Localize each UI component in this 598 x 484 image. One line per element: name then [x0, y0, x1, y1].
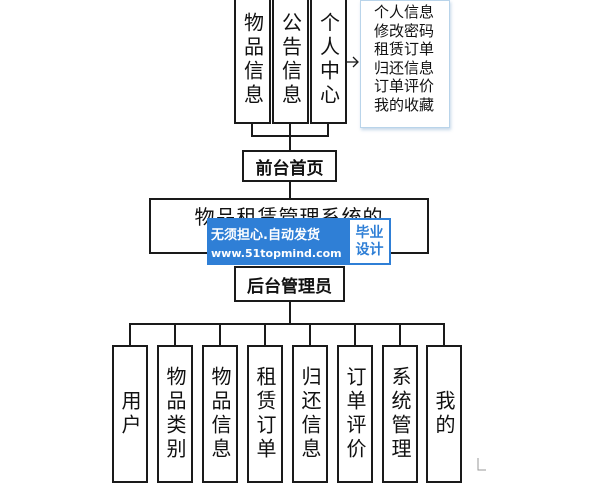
watermark-badge: 毕业 设计 [350, 220, 389, 263]
watermark-line2: www.51topmind.com [211, 246, 342, 260]
personal-item: 个人信息 [374, 3, 435, 21]
admin-module-label: 订单评价 [343, 366, 367, 462]
admin-node: 后台管理员 [234, 266, 345, 302]
personal-item: 归还信息 [374, 58, 435, 77]
front-home-node: 前台首页 [242, 150, 337, 182]
admin-module-label: 物品信息 [208, 366, 232, 462]
arrow-to-personal-items [347, 56, 359, 68]
admin-module-item-info: 物品信息 [202, 345, 238, 483]
module-announcement-info-label: 公告信息 [278, 12, 303, 108]
module-personal-center: 个人中心 [310, 0, 347, 124]
module-personal-center-label: 个人中心 [316, 12, 341, 108]
text-cursor-mark [477, 458, 486, 471]
module-item-info: 物品信息 [234, 0, 271, 124]
admin-module-label: 归还信息 [298, 366, 322, 462]
watermark-banner: 无须担心.自动发货 www.51topmind.com 毕业 设计 [207, 218, 391, 265]
admin-module-system-management: 系统管理 [382, 345, 418, 483]
personal-item: 我的收藏 [374, 95, 435, 114]
admin-module-item-category: 物品类别 [157, 345, 193, 483]
personal-center-items: 个人信息 修改密码 租赁订单 归还信息 订单评价 我的收藏 [360, 0, 450, 128]
personal-item: 修改密码 [374, 21, 435, 40]
watermark-line1: 无须担心.自动发货 [211, 227, 320, 243]
admin-module-label: 用户 [118, 390, 142, 438]
admin-module-order-review: 订单评价 [337, 345, 373, 483]
admin-module-label: 租赁订单 [253, 366, 277, 462]
admin-module-users: 用户 [112, 345, 148, 483]
admin-module-mine: 我的 [426, 345, 462, 483]
front-home-label: 前台首页 [255, 158, 324, 179]
admin-module-label: 我的 [432, 390, 456, 438]
module-announcement-info: 公告信息 [272, 0, 309, 124]
personal-item: 租赁订单 [374, 40, 435, 58]
admin-module-label: 系统管理 [388, 366, 412, 462]
personal-item: 订单评价 [374, 77, 435, 95]
watermark-side-line2: 设计 [355, 241, 384, 258]
watermark-side-line1: 毕业 [355, 224, 384, 241]
admin-module-label: 物品类别 [163, 366, 187, 462]
admin-module-return-info: 归还信息 [292, 345, 328, 483]
module-item-info-label: 物品信息 [240, 12, 265, 108]
admin-label: 后台管理员 [247, 276, 332, 297]
admin-module-rental-orders: 租赁订单 [247, 345, 283, 483]
